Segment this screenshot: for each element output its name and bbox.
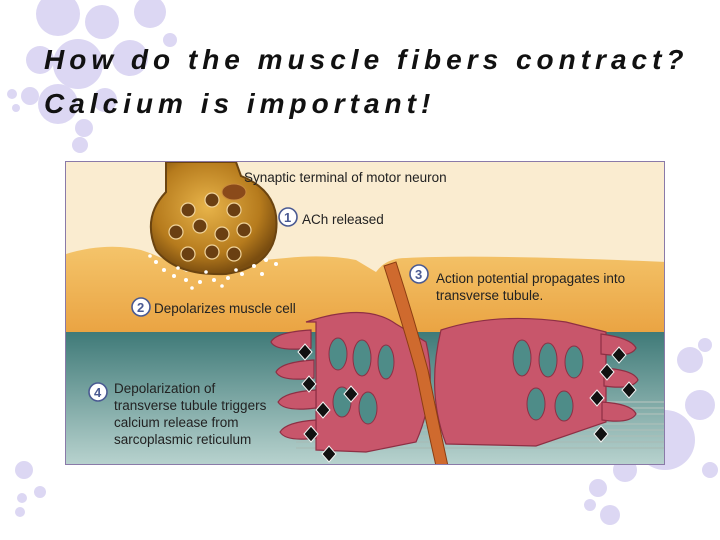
ach-molecules: [148, 254, 278, 290]
step-3-text-line-2: transverse tubule.: [436, 288, 543, 303]
step-4-text-line-3: calcium release from: [114, 415, 239, 430]
step-4-text-line-1: Depolarization of: [114, 381, 216, 396]
step-1-number: 1: [284, 210, 291, 225]
synaptic-terminal: [149, 162, 278, 276]
neuromuscular-junction-figure: Synaptic terminal of motor neuron 1 ACh …: [65, 161, 665, 465]
transverse-tubule: [383, 261, 449, 464]
step-circles: [88, 207, 429, 402]
calcium-markers: [297, 343, 637, 463]
title-line-2: Calcium is important!: [44, 88, 436, 119]
step-4-text-line-4: sarcoplasmic reticulum: [114, 432, 251, 447]
step-3-number: 3: [415, 267, 422, 282]
figure-illustration: Synaptic terminal of motor neuron 1 ACh …: [66, 162, 664, 464]
step-2-text: Depolarizes muscle cell: [154, 301, 296, 316]
step-4-number: 4: [94, 385, 102, 400]
label-synaptic-terminal: Synaptic terminal of motor neuron: [244, 170, 447, 185]
step-2-number: 2: [137, 300, 144, 315]
step-1-text: ACh released: [302, 212, 384, 227]
title-line-1: How do the muscle fibers contract?: [44, 44, 689, 75]
slide-title: How do the muscle fibers contract? Calci…: [44, 38, 689, 126]
step-4-text-line-2: transverse tubule triggers: [114, 398, 267, 413]
step-3-text-line-1: Action potential propagates into: [436, 271, 625, 286]
